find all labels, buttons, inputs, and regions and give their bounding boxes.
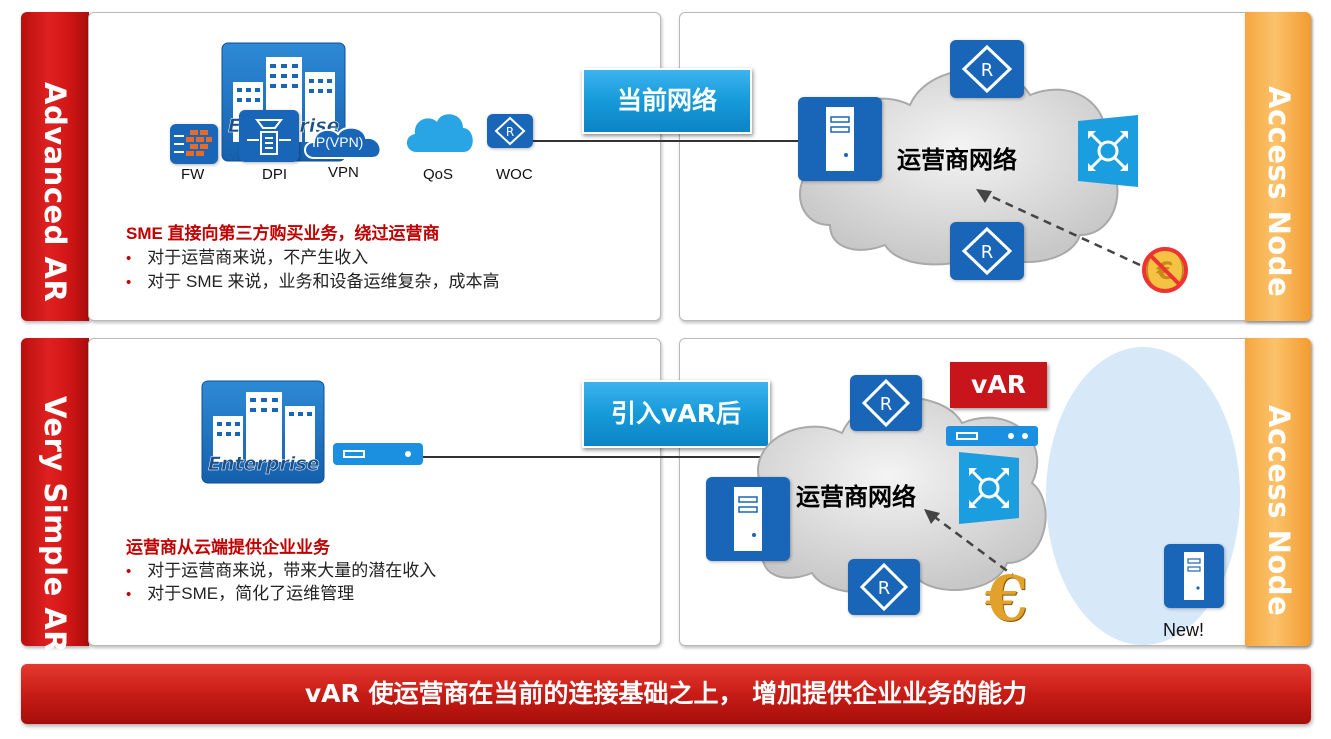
svg-text:R: R <box>981 242 994 263</box>
bottom-side-label: Very Simple AR <box>38 396 72 654</box>
bottom-access-label: Access Node <box>1262 405 1296 617</box>
top-dashed-arrow <box>970 185 1150 275</box>
new-label: New! <box>1163 620 1205 640</box>
top-bullet-2: •对于 SME 来说，业务和设备运维复杂，成本高 <box>126 272 500 291</box>
bottom-banner: 引入vAR后 <box>582 380 770 448</box>
firewall-icon <box>170 124 218 164</box>
top-bullet-1: •对于运营商来说，不产生收入 <box>126 248 369 267</box>
footer-banner <box>21 664 1311 724</box>
woc-label: WOC <box>496 166 533 183</box>
top-heading: SME 直接向第三方购买业务，绕过运营商 <box>126 224 440 243</box>
top-banner: 当前网络 <box>582 68 752 134</box>
fw-label: FW <box>181 166 205 183</box>
bottom-dashed-arrow <box>918 505 1028 585</box>
cpe-device-slot <box>343 450 365 458</box>
var-device-led-2 <box>1022 433 1028 439</box>
dpi-icon <box>239 110 299 162</box>
top-access-tab <box>1245 12 1311 321</box>
cpe-device-led <box>405 451 411 457</box>
bottom-server-icon <box>706 477 790 561</box>
top-access-label: Access Node <box>1262 86 1296 298</box>
dpi-label: DPI <box>262 166 288 183</box>
bottom-heading: 运营商从云端提供企业业务 <box>126 538 330 557</box>
bottom-enterprise-icon <box>201 380 325 484</box>
bottom-left-panel <box>88 338 661 646</box>
vpn-badge-text: IP(VPN) <box>312 134 364 150</box>
top-switch-icon <box>1072 115 1140 187</box>
var-device-icon <box>946 426 1038 446</box>
top-left-panel <box>88 12 661 321</box>
bottom-switch-icon <box>957 452 1025 524</box>
new-server-icon <box>1164 544 1224 608</box>
bottom-bullet-2: •对于SME，简化了运维管理 <box>126 584 355 603</box>
qos-label: QoS <box>423 166 454 183</box>
top-side-label: Advanced AR <box>38 82 72 303</box>
var-badge: vAR <box>950 362 1047 408</box>
svg-text:R: R <box>981 60 994 81</box>
bottom-bullet-1: •对于运营商来说，带来大量的潜在收入 <box>126 561 437 580</box>
bottom-router-lower-icon: R <box>848 559 920 615</box>
bottom-side-tab <box>21 338 89 646</box>
vpn-cloud-icon <box>300 124 388 162</box>
top-router-lower-icon: R <box>950 222 1024 280</box>
top-cloud-label: 运营商网络 <box>897 146 1017 174</box>
top-server-icon <box>798 97 882 181</box>
top-router-upper-icon: R <box>950 40 1024 98</box>
qos-cloud-icon <box>403 108 475 156</box>
svg-text:R: R <box>506 125 514 139</box>
var-device-led-1 <box>1008 433 1014 439</box>
top-link-line <box>532 140 804 142</box>
svg-text:R: R <box>880 394 893 415</box>
vpn-label: VPN <box>328 164 359 181</box>
top-side-tab <box>21 12 89 321</box>
bottom-link-line <box>420 456 760 458</box>
no-money-icon: € <box>1140 238 1190 298</box>
svg-text:R: R <box>878 578 891 599</box>
footer-text: vAR 使运营商在当前的连接基础之上， 增加提供企业业务的能力 <box>304 679 1028 708</box>
bottom-cloud-label: 运营商网络 <box>796 483 916 511</box>
cpe-device-icon <box>333 443 423 465</box>
woc-router-icon: R <box>487 114 533 148</box>
bottom-access-tab <box>1245 338 1311 646</box>
var-device-slot <box>956 432 978 440</box>
bottom-enterprise-label: Enterprise <box>208 453 320 476</box>
bottom-router-upper-icon: R <box>850 375 922 431</box>
euro-icon: € <box>985 562 1029 635</box>
